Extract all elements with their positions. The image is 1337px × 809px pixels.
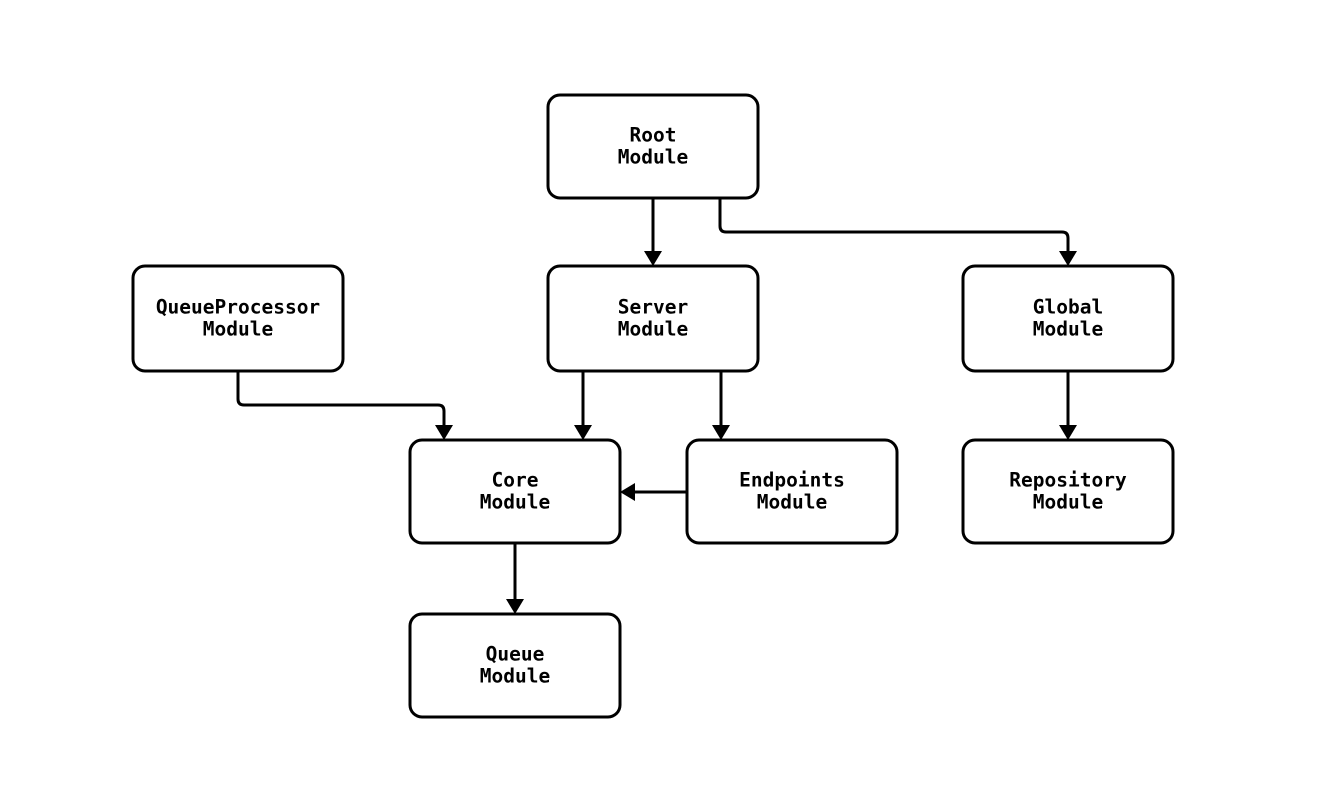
edge-root-to-global-line	[718, 198, 1070, 252]
core-module-label-line2: Module	[480, 490, 550, 513]
queue-module-label-line1: Queue	[486, 642, 545, 665]
edge-endpoints-to-core-arrowhead-icon	[620, 483, 635, 501]
edge-queueprocessor-to-core-arrowhead-icon	[435, 425, 453, 440]
edge-core-to-queue	[506, 543, 524, 614]
endpoints-module-box[interactable]	[685, 438, 899, 545]
queueprocessor-module-label-line2: Module	[203, 317, 273, 340]
edge-root-to-server	[644, 198, 662, 266]
edge-server-to-endpoints	[712, 371, 730, 440]
edge-endpoints-to-core	[620, 483, 687, 501]
queue-module-label-line2: Module	[480, 664, 550, 687]
global-module-label-line2: Module	[1033, 317, 1103, 340]
repository-module-label-line2: Module	[1033, 490, 1103, 513]
repository-module-label-line1: Repository	[1009, 468, 1127, 491]
root-module-box[interactable]	[546, 93, 760, 200]
endpoints-module-label-line1: Endpoints	[739, 468, 845, 491]
core-module-box[interactable]	[408, 438, 622, 545]
global-module-label-line1: Global	[1033, 295, 1103, 318]
edge-root-to-global-arrowhead-icon	[1059, 251, 1077, 266]
queueprocessor-module-label-line1: QueueProcessor	[156, 295, 320, 318]
edge-global-to-repository-arrowhead-icon	[1059, 425, 1077, 440]
endpoints-module-label-line2: Module	[757, 490, 827, 513]
edge-core-to-queue-arrowhead-icon	[506, 599, 524, 614]
edge-server-to-core-arrowhead-icon	[574, 425, 592, 440]
queueprocessor-module-box[interactable]	[131, 264, 345, 373]
server-module-label-line1: Server	[618, 295, 688, 318]
server-module-label-line2: Module	[618, 317, 688, 340]
edge-root-to-server-arrowhead-icon	[644, 251, 662, 266]
edge-server-to-endpoints-arrowhead-icon	[712, 425, 730, 440]
edges-layer	[236, 198, 1077, 614]
edge-server-to-core	[574, 371, 592, 440]
edge-root-to-global	[718, 198, 1077, 266]
root-module-label-line2: Module	[618, 145, 688, 168]
root-module-label-line1: Root	[630, 123, 677, 146]
queue-module-box[interactable]	[408, 612, 622, 719]
core-module-label-line1: Core	[492, 468, 539, 491]
global-module-box[interactable]	[961, 264, 1175, 373]
edge-queueprocessor-to-core	[236, 371, 453, 440]
edge-global-to-repository	[1059, 371, 1077, 440]
repository-module-box[interactable]	[961, 438, 1175, 545]
edge-queueprocessor-to-core-line	[236, 371, 446, 426]
server-module-box[interactable]	[546, 264, 760, 373]
